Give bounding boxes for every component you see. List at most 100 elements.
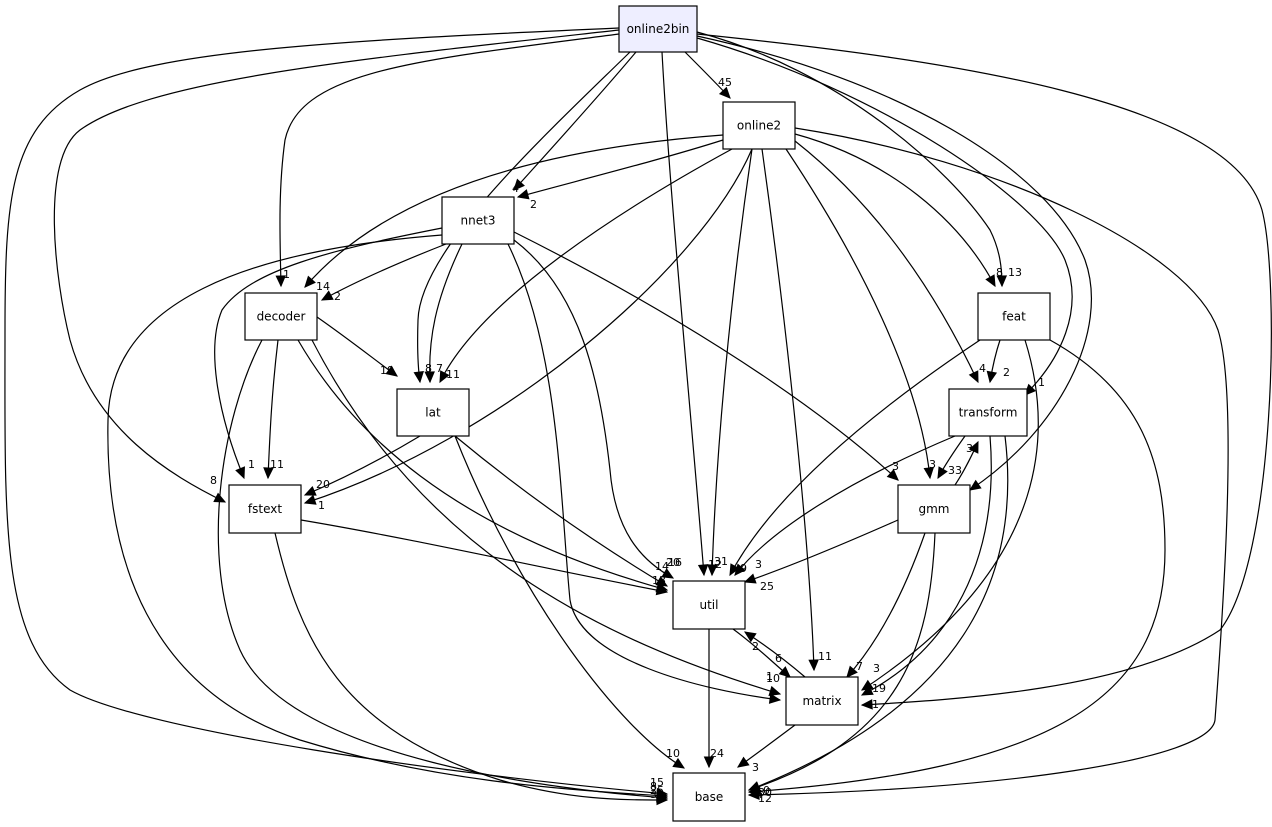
edge-arrowhead (778, 666, 791, 678)
edge-util-to-base: 24 (703, 629, 724, 769)
edge-label[interactable]: 11 (446, 368, 460, 381)
edge-arrowhead (275, 275, 287, 288)
node-label[interactable]: base (695, 790, 724, 804)
edge-label[interactable]: 4 (756, 788, 763, 801)
node-feat[interactable]: feat (977, 292, 1051, 341)
node-online2[interactable]: online2 (722, 101, 796, 150)
edge-label[interactable]: 12 (758, 792, 772, 805)
edge-label[interactable]: 2 (530, 198, 537, 211)
edge-label[interactable]: 13 (1008, 266, 1022, 279)
node-label[interactable]: matrix (802, 694, 841, 708)
edge-label[interactable]: 31 (714, 555, 728, 568)
node-box[interactable] (672, 772, 746, 822)
node-box[interactable] (897, 484, 971, 534)
edge-online2bin-to-base: 15 (4, 27, 669, 799)
edge-label[interactable]: 1 (872, 698, 879, 711)
edge-label[interactable]: 7 (436, 362, 443, 375)
edge-label[interactable]: 11 (270, 458, 284, 471)
node-box[interactable] (228, 484, 302, 534)
node-label[interactable]: feat (1002, 310, 1026, 324)
node-transform[interactable]: transform (948, 388, 1028, 437)
edge-label[interactable]: 4 (512, 182, 519, 195)
edge-label[interactable]: 8 (650, 780, 657, 793)
node-box[interactable] (618, 5, 698, 53)
node-box[interactable] (785, 676, 859, 726)
edge-label[interactable]: 2 (1003, 366, 1010, 379)
node-box[interactable] (977, 292, 1051, 341)
edge-line (304, 134, 724, 288)
edge-label[interactable]: 2 (334, 290, 341, 303)
edge-label[interactable]: 19 (380, 364, 394, 377)
edge-label[interactable]: 8 (425, 362, 432, 375)
node-box[interactable] (722, 101, 796, 150)
node-lat[interactable]: lat (396, 388, 470, 437)
edge-label[interactable]: 1 (318, 499, 325, 512)
node-label[interactable]: transform (959, 406, 1018, 420)
node-util[interactable]: util (672, 580, 746, 630)
node-base[interactable]: base (672, 772, 746, 822)
edge-label[interactable]: 8 (996, 266, 1003, 279)
edge-label[interactable]: 1 (248, 458, 255, 471)
node-box[interactable] (672, 580, 746, 630)
edge-label[interactable]: 1 (283, 268, 290, 281)
node-matrix[interactable]: matrix (785, 676, 859, 726)
edge-label[interactable]: 1 (1038, 376, 1045, 389)
edge-label[interactable]: 3 (755, 558, 762, 571)
edge-label[interactable]: 7 (856, 660, 863, 673)
edge-label[interactable]: 4 (979, 362, 986, 375)
node-label[interactable]: util (700, 598, 719, 612)
edge-label[interactable]: 30 (758, 786, 772, 799)
edge-label[interactable]: 3 (752, 761, 759, 774)
edge-label[interactable]: 2 (752, 640, 759, 653)
edge-online2-to-matrix: 11 (761, 148, 832, 672)
node-fstext[interactable]: fstext (228, 484, 302, 534)
edge-label[interactable]: 14 (655, 560, 669, 573)
edge-label[interactable]: 10 (666, 747, 680, 760)
edge-label[interactable]: 25 (650, 784, 664, 797)
node-decoder[interactable]: decoder (244, 292, 318, 341)
edge-label[interactable]: 8 (210, 474, 217, 487)
edge-label[interactable]: 6 (775, 652, 782, 665)
edge-label[interactable]: 20 (316, 478, 330, 491)
edge-label[interactable]: 13 (652, 574, 666, 587)
node-label[interactable]: online2bin (627, 22, 690, 36)
edge-label[interactable]: 20 (666, 556, 680, 569)
edge-label[interactable]: 3 (650, 788, 657, 801)
edge-label[interactable]: 3 (892, 460, 899, 473)
edge-label[interactable]: 3 (873, 662, 880, 675)
node-box[interactable] (441, 196, 515, 245)
edge-line (274, 532, 668, 801)
node-nnet3[interactable]: nnet3 (441, 196, 515, 245)
edge-label[interactable]: 10 (766, 672, 780, 685)
edge-label[interactable]: 3 (929, 458, 936, 471)
edge-label[interactable]: 45 (718, 76, 732, 89)
node-box[interactable] (396, 388, 470, 437)
node-box[interactable] (948, 388, 1028, 437)
node-label[interactable]: online2 (737, 119, 781, 133)
edge-arrowhead (996, 275, 1008, 288)
node-label[interactable]: nnet3 (461, 214, 496, 228)
node-label[interactable]: fstext (248, 502, 282, 516)
node-gmm[interactable]: gmm (897, 484, 971, 534)
edge-label[interactable]: 15 (650, 776, 664, 789)
edge-arrowhead (968, 479, 982, 491)
edge-label[interactable]: 16 (668, 556, 682, 569)
node-box[interactable] (244, 292, 318, 341)
edge-decoder-to-matrix: 1 (311, 339, 782, 696)
edge-line (785, 148, 931, 479)
node-label[interactable]: decoder (257, 310, 306, 324)
edge-label[interactable]: 25 (760, 580, 774, 593)
node-label[interactable]: gmm (919, 502, 950, 516)
edge-label[interactable]: 3 (966, 442, 973, 455)
edge-online2bin-to-lat: 8 (413, 51, 631, 384)
edge-label[interactable]: 1 (766, 670, 773, 683)
edge-label[interactable]: 19 (872, 682, 886, 695)
edge-label[interactable]: 14 (316, 280, 330, 293)
node-label[interactable]: lat (425, 406, 441, 420)
edge-arrowhead (263, 467, 274, 480)
edge-label[interactable]: 33 (948, 464, 962, 477)
edge-label[interactable]: 24 (710, 747, 724, 760)
node-online2bin[interactable]: online2bin (618, 5, 698, 53)
edge-label[interactable]: 11 (818, 650, 832, 663)
edge-label[interactable]: 10 (756, 784, 770, 797)
